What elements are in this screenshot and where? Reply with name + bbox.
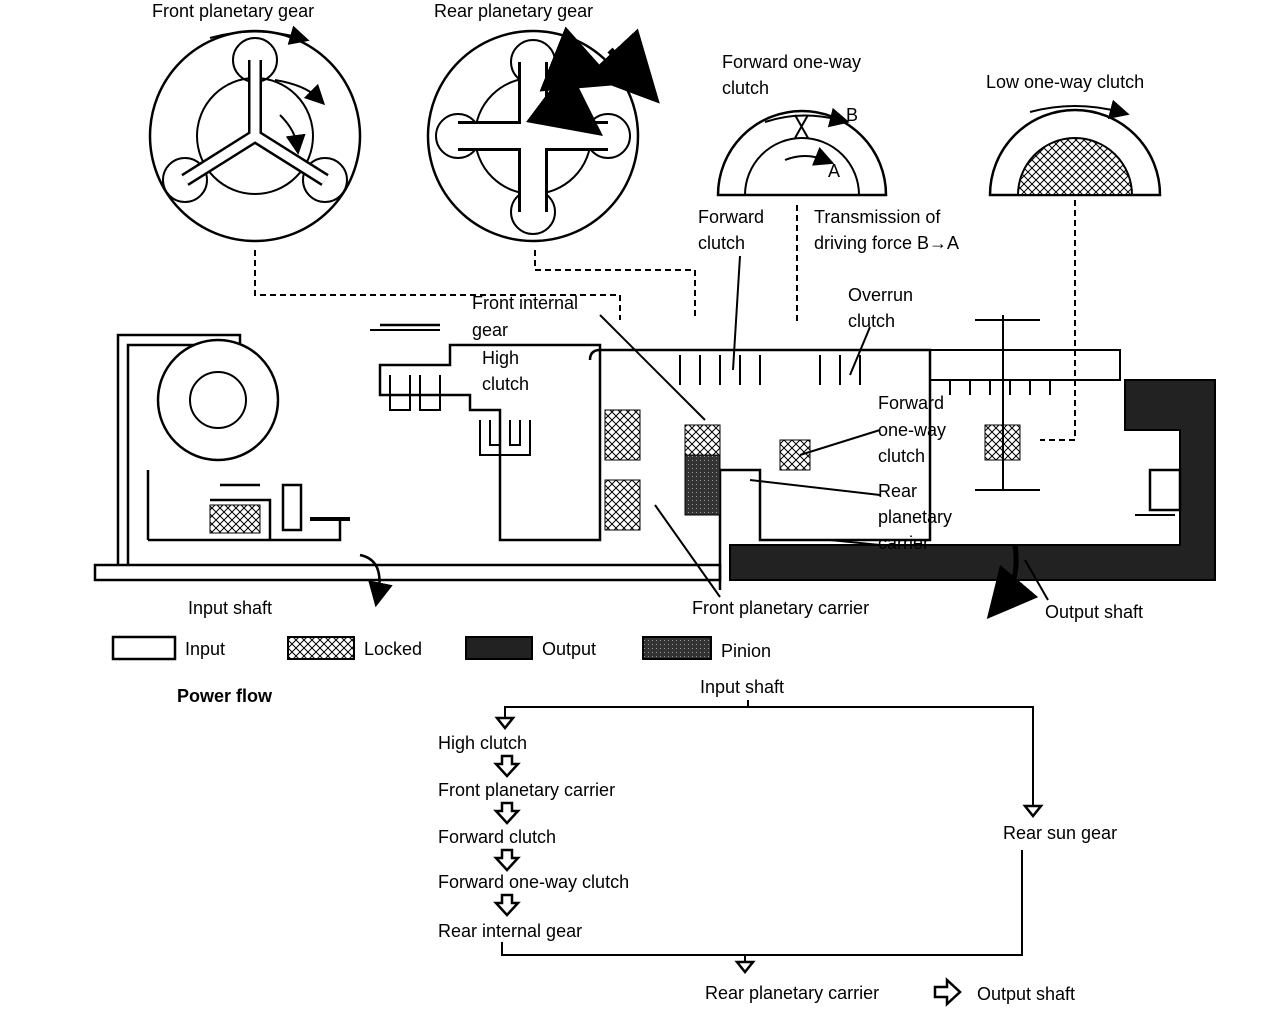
label-forward-clutch: Forward [698, 207, 764, 227]
legend: Input Locked Output Pinion [111, 635, 771, 661]
flow-step: Forward clutch [438, 827, 556, 847]
label-forward-one-way-clutch-top-2: clutch [722, 78, 769, 98]
flow-step: Rear internal gear [438, 921, 582, 941]
label-front-planetary-carrier: Front planetary carrier [692, 598, 869, 618]
label-high-clutch: High [482, 348, 519, 368]
label-forward-one-way-clutch-top: Forward one-way [722, 52, 861, 72]
front-planetary-gear-drawing [148, 25, 362, 243]
label-rear-planetary-carrier-2: planetary [878, 507, 952, 527]
legend-swatch-output [465, 636, 533, 660]
flow-right-arrow-icon [933, 977, 962, 1007]
flow-step: Front planetary carrier [438, 780, 615, 800]
flow-rear-planetary-carrier: Rear planetary carrier [705, 983, 879, 1003]
rear-gear-dashed-flow [534, 250, 696, 320]
label-rear-planetary-carrier-3: carrier [878, 533, 929, 553]
label-front-internal-gear-2: gear [472, 320, 508, 340]
low-clutch-dashed-flow [1040, 200, 1076, 441]
label-output-shaft: Output shaft [1045, 602, 1143, 622]
label-rear-planetary-gear: Rear planetary gear [434, 1, 593, 21]
flow-input-shaft: Input shaft [700, 677, 784, 697]
front-gear-dashed-flow [254, 250, 621, 320]
legend-label-pinion: Pinion [721, 641, 771, 661]
label-a: A [828, 161, 840, 181]
legend-swatch-locked [287, 636, 355, 660]
legend-swatch-pinion [642, 636, 712, 660]
flow-rear-sun-gear: Rear sun gear [1003, 823, 1117, 843]
label-front-internal-gear: Front internal [472, 293, 578, 313]
power-flow-title: Power flow [177, 686, 273, 706]
low-one-way-clutch-drawing [988, 99, 1162, 197]
label-forward-clutch-2: clutch [698, 233, 745, 253]
legend-swatch-input [111, 635, 177, 661]
flow-merge-arrow-icon [734, 960, 756, 975]
flow-output-shaft: Output shaft [977, 984, 1075, 1004]
label-overrun-clutch: Overrun [848, 285, 913, 305]
legend-label-input: Input [185, 639, 225, 659]
label-b: B [846, 105, 858, 125]
leader-lines [599, 255, 1049, 601]
label-input-shaft: Input shaft [188, 598, 272, 618]
flow-branch-lines [504, 700, 1034, 808]
label-forward-one-way-clutch-3: clutch [878, 446, 925, 466]
flow-down-arrow-icons [493, 754, 521, 917]
label-high-clutch-2: clutch [482, 374, 529, 394]
label-forward-one-way-clutch: Forward [878, 393, 944, 413]
label-rear-planetary-carrier: Rear [878, 481, 917, 501]
legend-label-locked: Locked [364, 639, 422, 659]
flow-step: High clutch [438, 733, 527, 753]
legend-label-output: Output [542, 639, 596, 659]
power-flow-chart: Power flow Input shaft High clutch Front… [177, 677, 1117, 1007]
rear-planetary-gear-drawing [426, 26, 660, 243]
label-transmission: Transmission of [814, 207, 941, 227]
forward-one-way-clutch-drawing [716, 107, 888, 197]
flow-merge-lines [501, 850, 1023, 965]
label-front-planetary-gear: Front planetary gear [152, 1, 314, 21]
flow-step: Forward one-way clutch [438, 872, 629, 892]
label-overrun-clutch-2: clutch [848, 311, 895, 331]
transmission-cross-section [93, 315, 1216, 620]
label-transmission-2: driving force B→A [814, 233, 959, 253]
label-low-one-way-clutch: Low one-way clutch [986, 72, 1144, 92]
label-forward-one-way-clutch-2: one-way [878, 420, 946, 440]
flow-arrow-icons [494, 716, 1044, 819]
